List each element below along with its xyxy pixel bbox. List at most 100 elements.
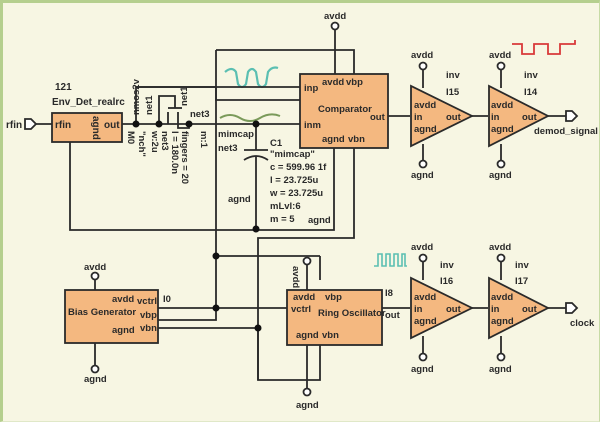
agnd-label: agnd [411,364,434,375]
bias-instance: I0 [163,294,171,305]
i16-pin-agnd: agnd [414,316,437,327]
ring-pin-vbn: vbn [322,330,339,341]
transistor-params: M0 "nch" w:2u net3 l = 180.0n fingers = … [125,130,209,184]
env-det-pin-agnd: agnd [90,116,101,140]
i16-pin-in: in [414,304,423,315]
agnd-label: agnd [296,400,319,411]
i14-pin-in: in [491,112,500,123]
svg-text:m:1: m:1 [198,131,209,149]
clock-port-icon[interactable] [565,302,579,314]
env-det-pin-out: out [104,120,120,131]
bias-generator-block[interactable] [64,289,159,344]
inverter-i14[interactable] [488,84,550,148]
avdd-terminal [496,61,506,71]
avdd-label: avdd [411,242,433,253]
agnd-label: agnd [411,170,434,181]
junction [155,120,163,128]
junction [185,120,193,128]
bias-pin-avdd: avdd [112,294,134,305]
clock-label: clock [570,318,595,329]
ring-pin-out: out [385,310,401,321]
i16-pin-out: out [446,304,462,315]
i17-pin-agnd: agnd [491,316,514,327]
junction [212,252,220,260]
ring-oscillator-block[interactable] [286,289,383,346]
agnd-terminal [418,159,428,169]
agnd-label: agnd [84,374,107,385]
ring-pin-avdd: avdd [293,292,315,303]
comparator-pin-vbp: vbp [346,77,363,88]
waveform-green-comparator [219,113,281,122]
svg-text:m = 5: m = 5 [270,214,295,225]
i17-type: inv [515,260,529,271]
svg-text:l = 23.725u: l = 23.725u [270,175,319,186]
i16-instance: I16 [440,276,453,287]
svg-text:net3: net3 [159,131,170,151]
i17-pin-in: in [491,304,500,315]
i15-type: inv [446,70,460,81]
ring-pin-vctrl: vctrl [291,304,311,315]
svg-text:"nch": "nch" [136,131,147,157]
i17-pin-avdd: avdd [491,292,513,303]
junction [132,120,140,128]
junction [254,324,262,332]
svg-text:M0: M0 [125,131,136,144]
svg-text:l = 180.0n: l = 180.0n [169,131,180,174]
agnd-terminal [90,364,100,374]
rfin-port-label: rfin [6,120,22,131]
avdd-label: avdd [290,266,301,288]
bias-pin-vbn: vbn [140,323,157,334]
avdd-label: avdd [489,242,511,253]
avdd-terminal [302,256,312,266]
avdd-label: avdd [84,262,106,273]
ring-pin-agnd: agnd [296,330,319,341]
avdd-terminal [418,253,428,263]
bias-pin-agnd: agnd [112,325,135,336]
ring-instance: I8 [385,288,393,299]
cap-net-label: net3 [218,143,238,154]
svg-text:w:2u: w:2u [149,130,160,153]
cap-instance: C1 [270,138,283,149]
cap-model-label: mimcap [218,129,254,140]
bias-pin-vctrl: vctrl [137,296,157,307]
demod-signal-label: demod_signal [534,126,598,137]
inverter-i16[interactable] [410,276,475,340]
junction [252,225,260,233]
i15-pin-in: in [414,112,423,123]
bias-name: Bias Generator [68,307,136,318]
waveform-teal-comparator [224,66,279,89]
demod-signal-port-icon[interactable] [565,110,579,122]
agnd-terminal [496,159,506,169]
env-det-name: Env_Det_realrc [52,97,125,108]
svg-text:"mimcap": "mimcap" [270,149,315,160]
i14-pin-out: out [522,112,538,123]
comparator-block[interactable] [299,73,389,149]
avdd-terminal [418,61,428,71]
svg-text:fingers = 20: fingers = 20 [179,131,190,184]
agnd-label: agnd [308,215,331,226]
comparator-pin-agnd: agnd [322,134,345,145]
inverter-i17[interactable] [488,276,550,340]
i14-pin-agnd: agnd [491,124,514,135]
env-det-pin-rfin: rfin [55,120,71,131]
comparator-pin-vbn: vbn [348,134,365,145]
env-det-block[interactable] [51,112,123,143]
i14-type: inv [524,70,538,81]
svg-text:w = 23.725u: w = 23.725u [269,188,323,199]
avdd-label: avdd [489,50,511,61]
rfin-port-icon[interactable] [24,118,38,130]
i16-pin-avdd: avdd [414,292,436,303]
agnd-label: agnd [489,364,512,375]
waveform-red-demod [512,40,576,55]
env-det-instance: 121 [55,82,72,93]
svg-text:mLvl:6: mLvl:6 [270,201,301,212]
junction [252,120,260,128]
ring-name: Ring Oscillator [318,308,386,319]
agnd-terminal [302,387,312,397]
inverter-i15[interactable] [410,84,475,148]
avdd-label: avdd [324,11,346,22]
i17-instance: I17 [515,276,528,287]
avdd-terminal [90,271,100,281]
